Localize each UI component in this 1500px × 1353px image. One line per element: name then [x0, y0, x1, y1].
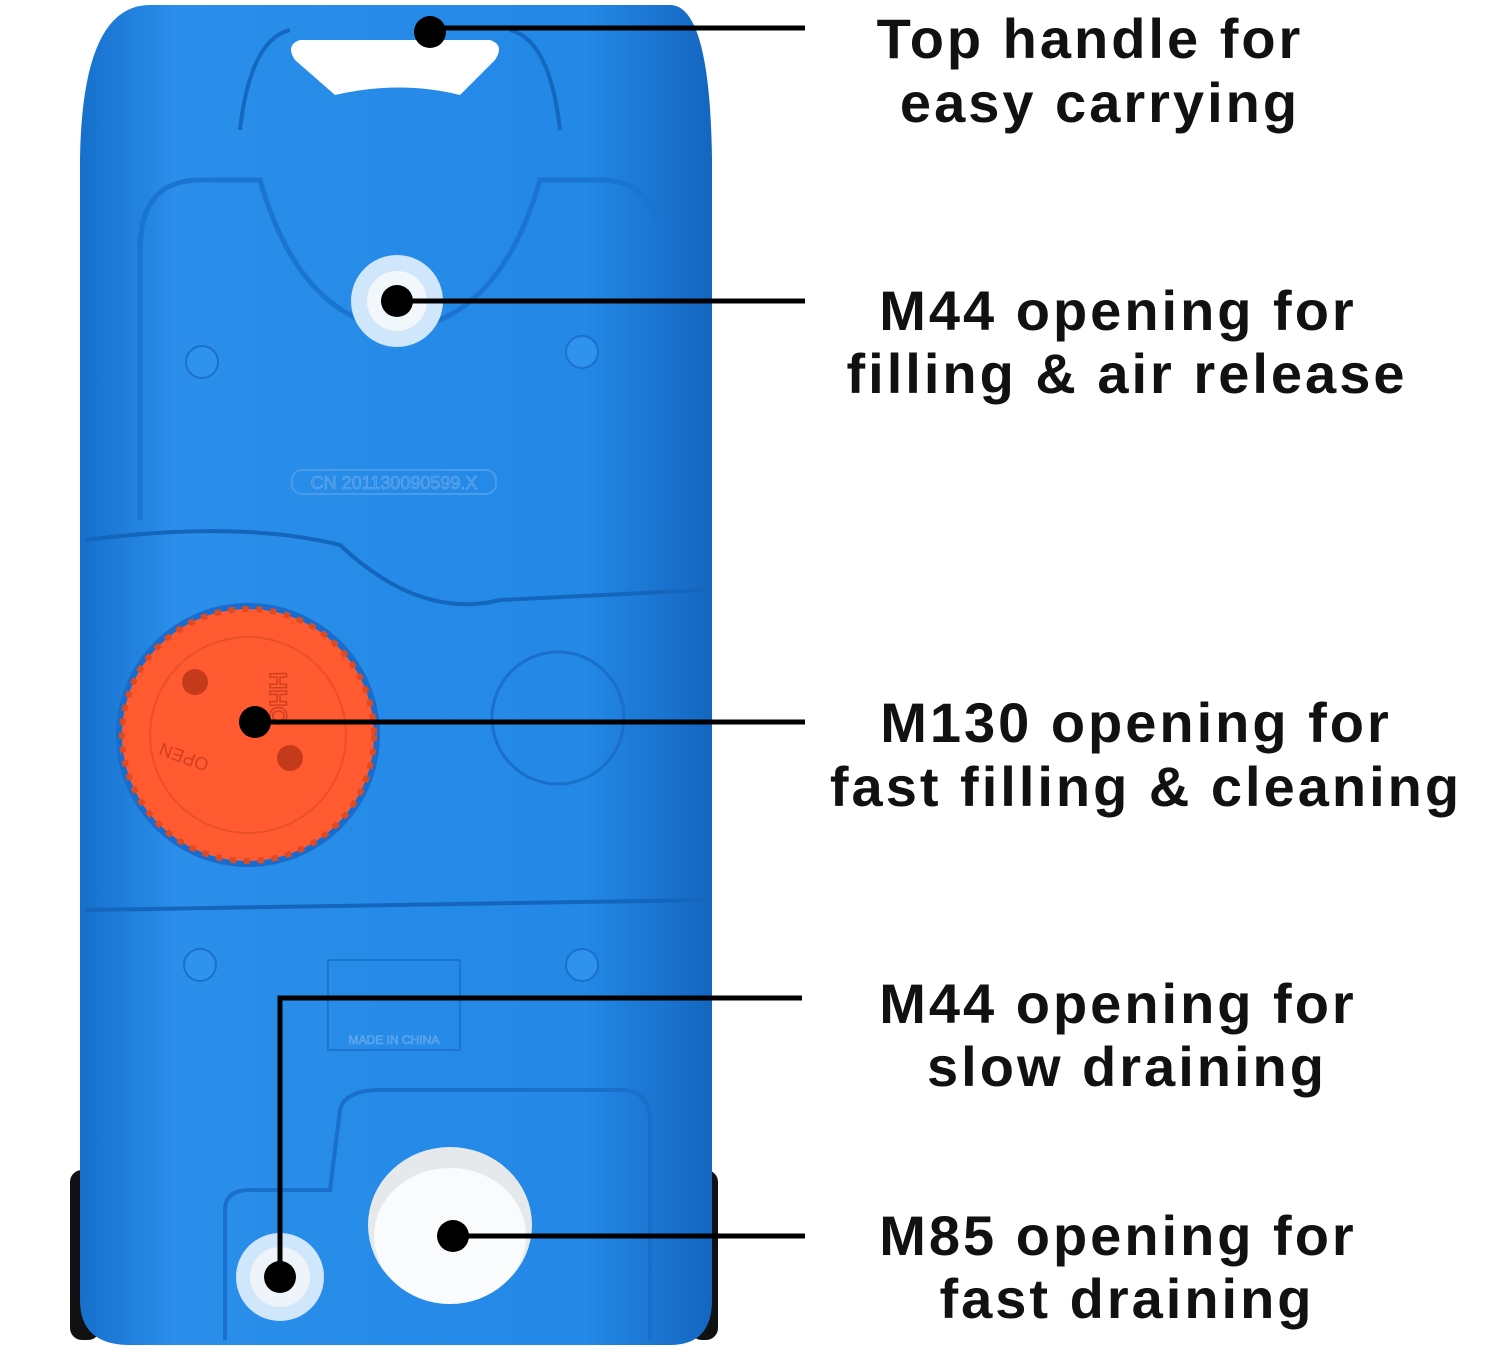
- top-handle: [291, 40, 499, 95]
- tank-body: [80, 5, 712, 1345]
- svg-text:M44 opening for: M44 opening for: [879, 972, 1356, 1035]
- svg-text:slow draining: slow draining: [927, 1035, 1327, 1098]
- svg-text:filling & air release: filling & air release: [847, 342, 1408, 405]
- callout-m44-filling: M44 opening for filling & air release: [847, 279, 1408, 405]
- callout-m130: M130 opening for fast filling & cleaning: [830, 691, 1462, 818]
- svg-text:M85 opening for: M85 opening for: [879, 1204, 1356, 1267]
- svg-text:Top handle for: Top handle for: [877, 7, 1304, 70]
- svg-text:easy carrying: easy carrying: [900, 71, 1300, 134]
- svg-text:M44 opening for: M44 opening for: [879, 279, 1356, 342]
- callout-leaders: [239, 16, 805, 1293]
- svg-text:fast filling & cleaning: fast filling & cleaning: [830, 755, 1462, 818]
- patent-emboss: CN 201130090599.X: [311, 473, 478, 493]
- svg-text:M130 opening for: M130 opening for: [880, 691, 1392, 754]
- svg-text:fast draining: fast draining: [939, 1267, 1314, 1330]
- callout-m85: M85 opening for fast draining: [879, 1204, 1356, 1330]
- callout-top-handle: Top handle for easy carrying: [877, 7, 1304, 134]
- origin-emboss: MADE IN CHINA: [349, 1033, 440, 1047]
- callout-m44-slow-drain: M44 opening for slow draining: [879, 972, 1356, 1098]
